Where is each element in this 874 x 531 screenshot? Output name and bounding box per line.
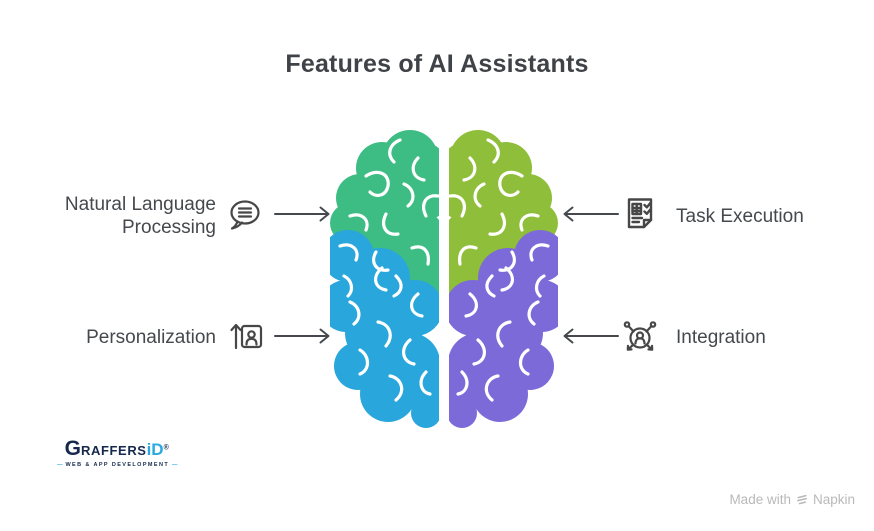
page-title: Features of AI Assistants xyxy=(285,50,589,78)
label-integration: Integration xyxy=(676,327,766,348)
logo-id: iD xyxy=(146,440,164,459)
chat-icon xyxy=(226,196,264,234)
brain-illustration xyxy=(330,130,558,428)
registered-mark: ® xyxy=(163,444,170,452)
graffersid-wordmark: GRAFFERSiD® xyxy=(57,437,177,461)
napkin-icon xyxy=(797,494,807,504)
user-upload-icon xyxy=(227,317,265,355)
graffersid-logo: GRAFFERSiD® — WEB & APP DEVELOPMENT — xyxy=(57,437,178,468)
made-with-text: Made with xyxy=(729,492,791,507)
arrow-right-icon xyxy=(274,328,332,349)
label-task-execution: Task Execution xyxy=(676,206,804,227)
napkin-brand-text: Napkin xyxy=(812,492,855,507)
arrow-left-icon xyxy=(561,328,619,349)
integration-network-icon xyxy=(619,315,661,357)
brain-left-hemisphere xyxy=(330,130,439,428)
logo-raffers: RAFFERS xyxy=(80,443,147,458)
brain-right-hemisphere xyxy=(449,130,558,428)
label-personalization: Personalization xyxy=(86,327,216,348)
label-natural-language-processing: Natural Language Processing xyxy=(64,194,216,238)
napkin-watermark: Made with Napkin xyxy=(729,492,855,507)
task-checklist-icon xyxy=(619,194,661,236)
arrow-left-icon xyxy=(561,206,619,227)
logo-tagline: — WEB & APP DEVELOPMENT — xyxy=(57,462,178,468)
arrow-right-icon xyxy=(274,206,332,227)
logo-letter-g: G xyxy=(64,437,81,460)
